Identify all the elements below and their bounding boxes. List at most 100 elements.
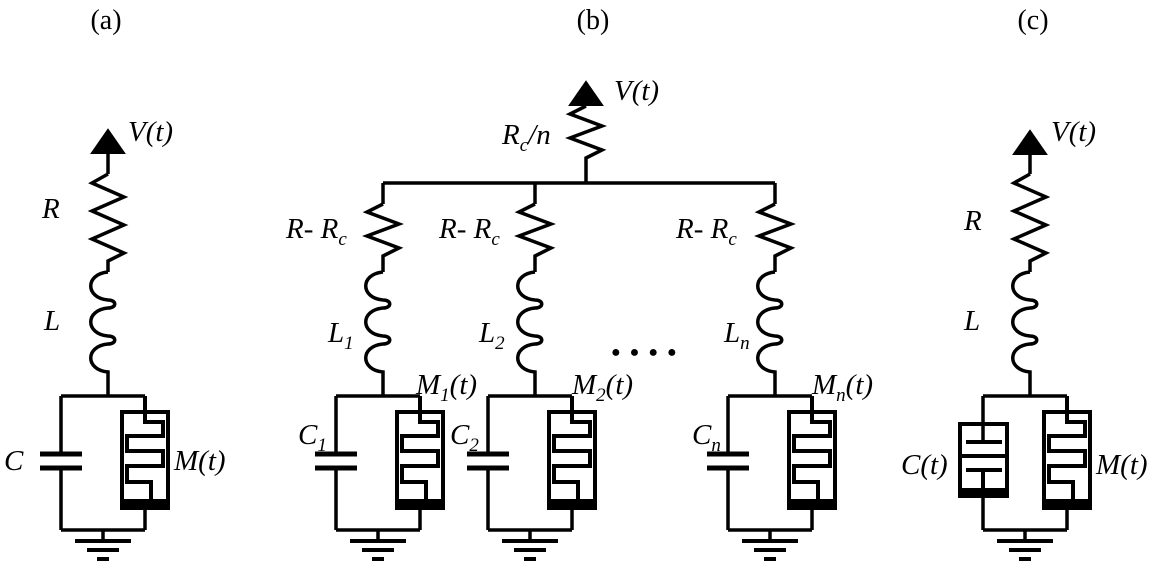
- resistor-symbol: [514, 202, 556, 272]
- label-pre: M: [572, 369, 597, 401]
- memristor-bottom-electrode: [789, 499, 835, 508]
- memristor-meander: [1047, 396, 1087, 499]
- label-pre: L: [328, 317, 345, 349]
- label-sub: n: [836, 385, 846, 406]
- inductor-symbol: [1011, 270, 1039, 396]
- memristor-symbol: [547, 396, 597, 530]
- ground-icon: [350, 530, 406, 561]
- memristor-symbol: [120, 396, 170, 530]
- inductor-symbol: [89, 270, 117, 396]
- inductor-label-branch-1: L1: [328, 318, 354, 359]
- branch-2: [467, 183, 597, 561]
- inductor-label-c: L: [964, 305, 981, 337]
- memristor-label-branch-n: Mn(t): [812, 370, 873, 411]
- ground-bars: [502, 539, 558, 561]
- panel-a-circuit: [40, 128, 170, 561]
- ground-bars: [997, 539, 1053, 561]
- panel-c-circuit: [958, 129, 1092, 561]
- label-sub: c: [491, 229, 500, 250]
- branch-n: [707, 183, 837, 561]
- label-sub: 1: [344, 333, 354, 354]
- ground-bars: [75, 539, 131, 561]
- label-sub: 1: [440, 385, 450, 406]
- memristor-label-branch-2: M2(t): [572, 370, 633, 411]
- memcapacitor-plates: [962, 440, 1006, 489]
- ground-bars: [742, 539, 798, 561]
- panel-b-label: (b): [576, 5, 610, 36]
- memristor-bottom-electrode: [1044, 499, 1090, 508]
- resistor-symbol: [87, 172, 129, 272]
- memristor-bottom-electrode: [397, 499, 443, 508]
- label-sub: c: [728, 229, 737, 250]
- resistor-symbol: [362, 202, 404, 272]
- continuation-dots: ●●●●: [611, 344, 686, 361]
- capacitor-symbol: [40, 451, 82, 471]
- inductor-symbol: [516, 270, 544, 396]
- capacitor-label-branch-n: Cn: [692, 420, 721, 461]
- resistor-label-c: R: [964, 205, 982, 237]
- capacitor-label-branch-1: C1: [298, 420, 327, 461]
- panel-b-circuit: [315, 80, 837, 561]
- label-pre: R- R: [286, 213, 339, 245]
- label-pre: L: [724, 317, 741, 349]
- memcapacitor-bottom-electrode: [960, 488, 1007, 497]
- resistor-symbol: [1009, 172, 1051, 272]
- memristor-meander: [792, 396, 832, 499]
- memristor-bottom-electrode: [549, 499, 595, 508]
- resistor-label-branch-n: R- Rc: [676, 214, 737, 255]
- ground-icon: [742, 530, 798, 561]
- label-post: /n: [528, 119, 551, 151]
- label-pre: M: [416, 369, 441, 401]
- memristor-symbol: [1042, 396, 1092, 530]
- ground-icon: [75, 530, 131, 561]
- memcapacitor-label-c: C(t): [901, 449, 948, 481]
- memristor-bottom-electrode: [122, 499, 168, 508]
- inductor-label-branch-2: L2: [479, 318, 505, 359]
- label-sub: 2: [495, 333, 505, 354]
- label-sub: n: [711, 435, 721, 456]
- memristor-label-branch-1: M1(t): [416, 370, 477, 411]
- memcapacitor-symbol: [958, 396, 1009, 530]
- label-pre: R: [502, 119, 520, 151]
- capacitor-label-branch-2: C2: [450, 420, 479, 461]
- memristor-meander: [125, 396, 165, 499]
- source-label-a: V(t): [128, 116, 174, 148]
- label-sub: 2: [596, 385, 606, 406]
- capacitor-label-a: C: [4, 445, 24, 477]
- label-sub: c: [338, 229, 347, 250]
- inductor-symbol: [364, 270, 392, 396]
- panel-c-label: (c): [1017, 5, 1049, 36]
- label-sub: 2: [469, 435, 479, 456]
- label-sub: 1: [317, 435, 327, 456]
- source-label-c: V(t): [1051, 116, 1097, 148]
- resistor-label-branch-2: R- Rc: [439, 214, 500, 255]
- memristor-meander: [400, 396, 440, 499]
- memristor-symbol: [395, 396, 445, 530]
- inductor-symbol: [756, 270, 784, 396]
- label-pre: C: [692, 419, 712, 451]
- resistor-label-branch-1: R- Rc: [286, 214, 347, 255]
- panel-a-label: (a): [90, 5, 122, 36]
- label-pre: L: [479, 317, 496, 349]
- label-post: (t): [845, 369, 874, 401]
- label-pre: C: [450, 419, 470, 451]
- memristor-symbol: [787, 396, 837, 530]
- resistor-symbol: [754, 202, 796, 272]
- label-pre: R- R: [439, 213, 492, 245]
- inductor-label-branch-n: Ln: [724, 318, 750, 359]
- label-post: (t): [605, 369, 634, 401]
- ground-icon: [997, 530, 1053, 561]
- source-label-b: V(t): [614, 75, 660, 107]
- label-pre: M: [812, 369, 837, 401]
- branch-1: [315, 183, 445, 561]
- coupling-resistor-label: Rc/n: [502, 120, 551, 161]
- resistor-label-a: R: [42, 193, 60, 225]
- label-pre: C: [298, 419, 318, 451]
- label-post: (t): [449, 369, 478, 401]
- ground-bars: [350, 539, 406, 561]
- inductor-label-a: L: [44, 305, 61, 337]
- ground-icon: [502, 530, 558, 561]
- coupling-resistor-symbol: [565, 104, 607, 183]
